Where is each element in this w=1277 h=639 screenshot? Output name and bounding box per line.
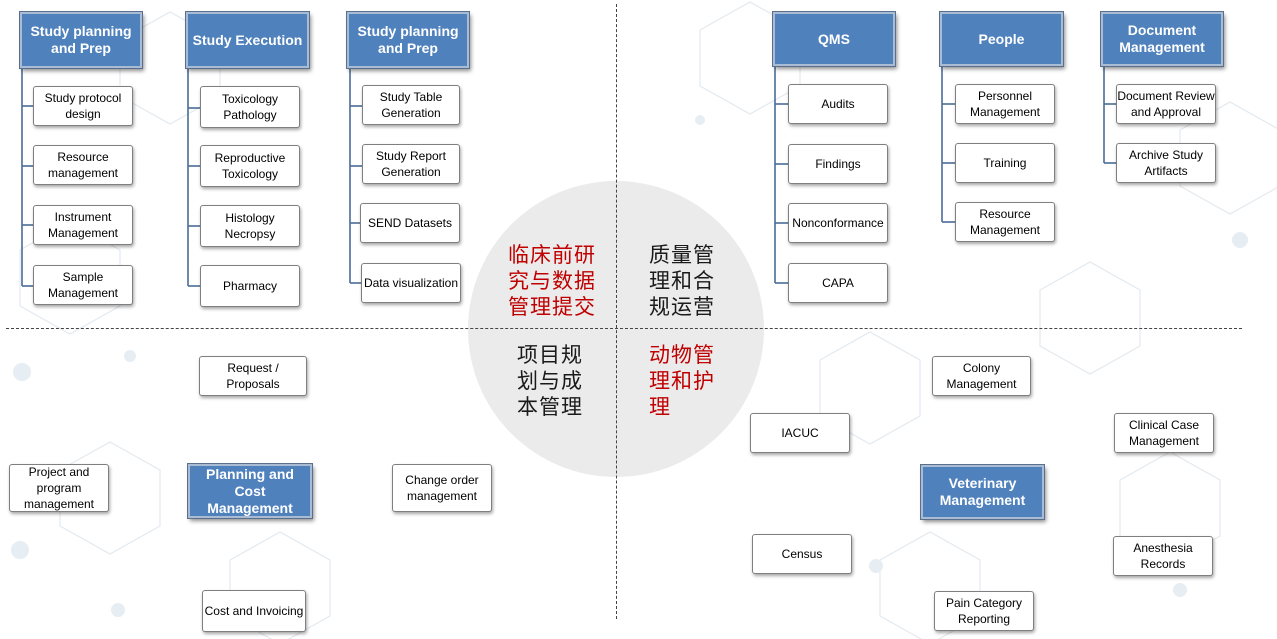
bl-center-header[interactable]: Planning and Cost Management — [187, 463, 313, 519]
tl-col3-item[interactable]: Data visualization — [361, 263, 461, 303]
tr-col1-item[interactable]: Audits — [788, 84, 888, 124]
br-item[interactable]: Pain Category Reporting — [934, 591, 1034, 631]
tl-col3-item[interactable]: Study Report Generation — [362, 144, 460, 184]
bl-item[interactable]: Project and program management — [9, 464, 109, 512]
tl-col2-item[interactable]: Reproductive Toxicology — [200, 145, 300, 187]
br-center-header[interactable]: Veterinary Management — [920, 464, 1045, 520]
title-line: 本管理 — [517, 395, 583, 419]
tl-col3-item[interactable]: Study Table Generation — [362, 85, 460, 125]
tl-col2-item[interactable]: Pharmacy — [200, 265, 300, 307]
title-line: 理 — [649, 395, 671, 419]
tl-col2-header[interactable]: Study Execution — [185, 11, 310, 69]
tl-col1-item[interactable]: Sample Management — [33, 265, 133, 305]
title-line: 究与数据 — [508, 269, 596, 293]
tr-col2-item[interactable]: Resource Management — [955, 202, 1055, 242]
tr-col1-header[interactable]: QMS — [772, 11, 896, 67]
title-line: 理和合 — [649, 269, 715, 293]
tl-col3-item[interactable]: SEND Datasets — [360, 203, 460, 243]
bl-item[interactable]: Cost and Invoicing — [202, 590, 306, 632]
tl-col1-item[interactable]: Study protocol design — [33, 86, 133, 126]
tl-col1-item[interactable]: Instrument Management — [33, 205, 133, 245]
vertical-divider — [616, 4, 617, 619]
tl-col2-item[interactable]: Histology Necropsy — [200, 205, 300, 247]
tr-col3-item[interactable]: Document Review and Approval — [1116, 84, 1216, 124]
tl-col2-item[interactable]: Toxicology Pathology — [200, 86, 300, 128]
tl-col1-header[interactable]: Study planning and Prep — [19, 11, 143, 69]
tr-col1-item[interactable]: CAPA — [788, 263, 888, 303]
title-line: 管理提交 — [508, 295, 596, 319]
bl-item[interactable]: Change order management — [392, 464, 492, 512]
br-quadrant-title: 动物管 理和护 理 — [649, 342, 715, 420]
br-item[interactable]: IACUC — [750, 413, 850, 453]
br-item[interactable]: Census — [752, 534, 852, 574]
title-line: 理和护 — [649, 369, 715, 393]
br-item[interactable]: Colony Management — [932, 356, 1031, 396]
tr-col2-item[interactable]: Training — [955, 143, 1055, 183]
tr-col2-item[interactable]: Personnel Management — [955, 84, 1055, 124]
title-line: 项目规 — [517, 343, 583, 367]
horizontal-divider — [6, 328, 1242, 329]
tr-col1-item[interactable]: Nonconformance — [788, 203, 888, 243]
tr-col3-item[interactable]: Archive Study Artifacts — [1116, 143, 1216, 183]
br-item[interactable]: Anesthesia Records — [1113, 536, 1213, 576]
title-line: 划与成 — [517, 369, 583, 393]
bl-quadrant-title: 项目规 划与成 本管理 — [517, 342, 583, 420]
bl-item[interactable]: Request / Proposals — [199, 356, 307, 396]
tr-col3-header[interactable]: Document Management — [1100, 11, 1224, 67]
tr-col2-header[interactable]: People — [939, 11, 1064, 67]
tl-col1-item[interactable]: Resource management — [33, 145, 133, 185]
tr-col1-item[interactable]: Findings — [788, 144, 888, 184]
br-item[interactable]: Clinical Case Management — [1114, 413, 1214, 453]
title-line: 动物管 — [649, 343, 715, 367]
tl-quadrant-title: 临床前研 究与数据 管理提交 — [508, 242, 596, 320]
title-line: 规运营 — [649, 295, 715, 319]
title-line: 质量管 — [649, 243, 715, 267]
title-line: 临床前研 — [508, 243, 596, 267]
tl-col3-header[interactable]: Study planning and Prep — [346, 11, 470, 69]
tr-quadrant-title: 质量管 理和合 规运营 — [649, 242, 715, 320]
